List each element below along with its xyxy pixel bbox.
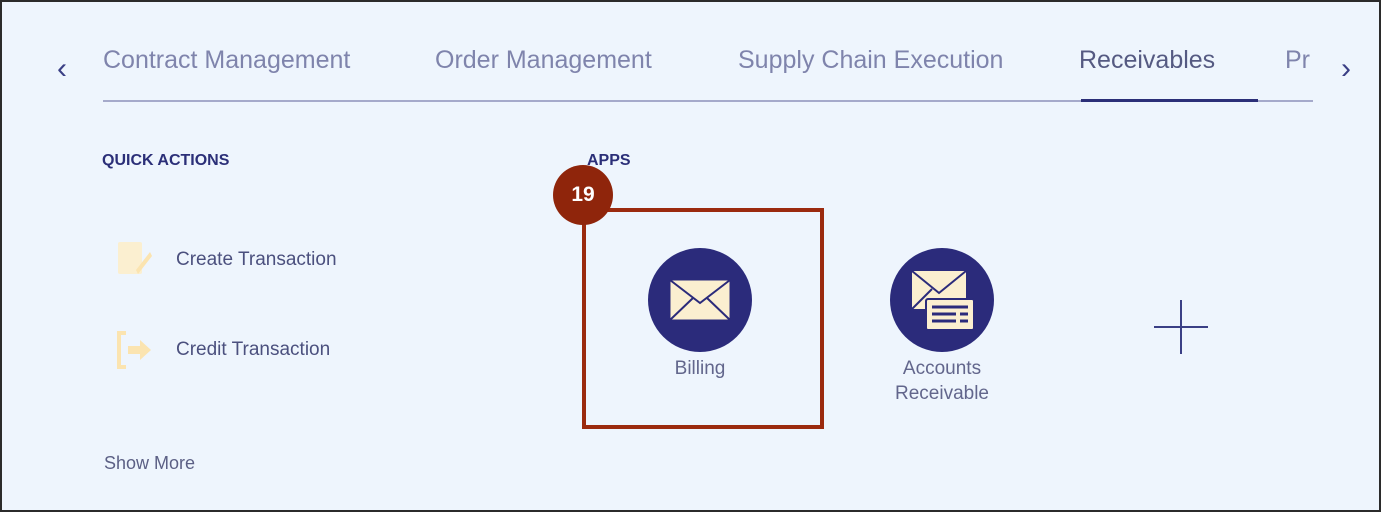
chevron-right-icon[interactable]: › (1341, 52, 1351, 85)
tab-contract-management[interactable]: Contract Management (103, 46, 351, 74)
tab-receivables[interactable]: Receivables (1079, 46, 1216, 74)
chevron-left-icon[interactable]: ‹ (57, 52, 67, 85)
app-icon-circle (890, 248, 994, 352)
tab-supply-chain-execution[interactable]: Supply Chain Execution (738, 46, 1004, 74)
annotation-highlight-box (582, 208, 824, 429)
app-label: Accounts Receivable (895, 358, 989, 404)
step-badge: 19 (553, 165, 613, 225)
quick-action-label: Create Transaction (176, 249, 337, 270)
exit-arrow-icon (117, 331, 151, 369)
app-accounts-receivable[interactable]: Accounts Receivable (862, 248, 1022, 406)
envelope-invoice-icon (911, 270, 974, 331)
tab-bar: Contract Management Order Management Sup… (103, 42, 1313, 102)
show-more-link[interactable]: Show More (104, 453, 196, 473)
quick-actions-heading: QUICK ACTIONS (102, 152, 230, 169)
quick-action-label: Credit Transaction (176, 339, 331, 360)
add-app-plus-icon[interactable] (1154, 300, 1208, 354)
edit-document-icon (118, 242, 152, 274)
app-icon-circle (648, 248, 752, 352)
envelope-icon (669, 279, 731, 321)
tab-divider (103, 100, 1313, 102)
app-billing[interactable]: Billing (620, 248, 780, 381)
app-label: Billing (674, 358, 726, 379)
active-tab-indicator (1081, 99, 1258, 102)
tab-order-management[interactable]: Order Management (435, 46, 652, 74)
tab-partial[interactable]: Pr (1285, 46, 1310, 74)
apps-heading: APPS (587, 152, 631, 169)
quick-action-create-transaction[interactable]: Create Transaction (116, 240, 337, 280)
quick-action-credit-transaction[interactable]: Credit Transaction (116, 330, 330, 370)
